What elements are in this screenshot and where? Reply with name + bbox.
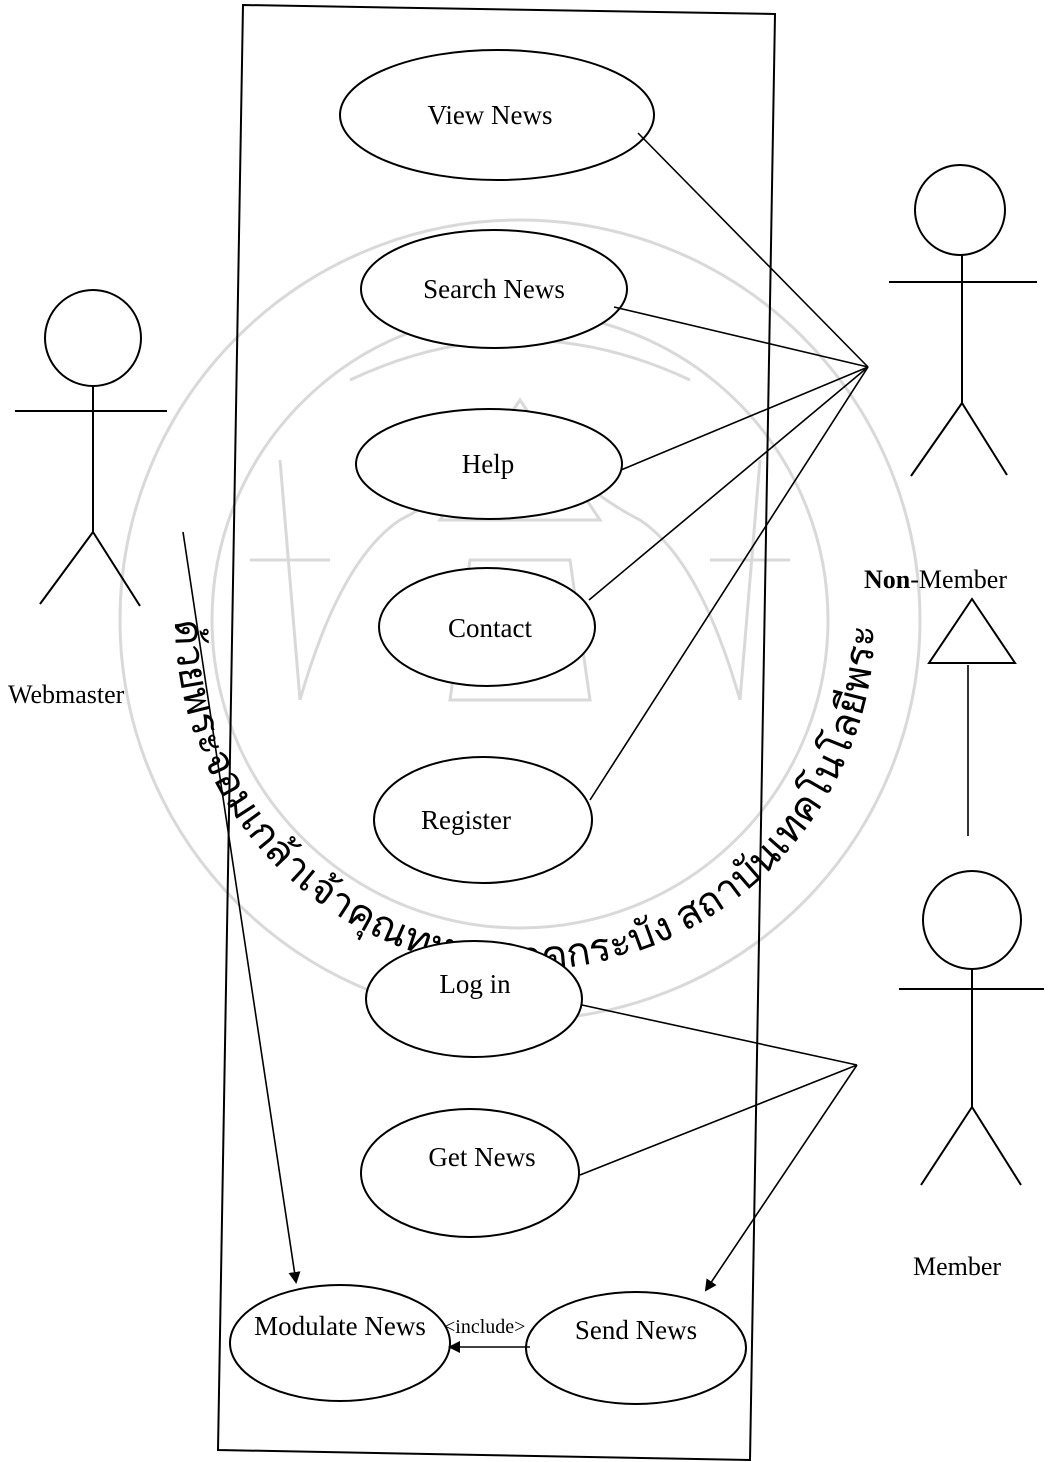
use-case-register	[373, 756, 593, 884]
association-member-send-news	[704, 1064, 858, 1292]
association-non-member-register	[589, 366, 869, 801]
use-case-label-log-in: Log in	[439, 969, 511, 999]
use-case-label-modulate-news: Modulate News	[254, 1311, 426, 1341]
use-case-view-news	[339, 49, 655, 181]
use-case-send-news	[525, 1291, 747, 1405]
actor-label-member: Member	[913, 1252, 1001, 1281]
generalization-arrowhead	[927, 597, 1017, 664]
association-member-log-in	[581, 1004, 858, 1066]
use-case-label-register: Register	[421, 805, 511, 835]
actor-non-member	[889, 164, 1037, 477]
system-boundary	[216, 3, 777, 1462]
association-non-member-help	[620, 366, 869, 471]
use-case-label-help: Help	[462, 449, 514, 479]
actor-label-non-member: Non-Member	[864, 565, 1007, 594]
use-case-get-news	[360, 1108, 580, 1238]
use-case-search-news	[360, 229, 628, 349]
use-case-label-search-news: Search News	[423, 274, 565, 304]
actor-label-webmaster: Webmaster	[8, 680, 125, 709]
use-case-contact	[378, 567, 596, 687]
use-case-help	[355, 408, 623, 520]
use-case-label-send-news: Send News	[575, 1315, 697, 1345]
association-non-member-view-news	[637, 132, 869, 368]
use-case-modulate-news	[229, 1284, 451, 1402]
actor-member	[899, 870, 1044, 1186]
actor-label-non-member-prefix: Non	[864, 565, 911, 594]
association-member-get-news	[579, 1064, 858, 1176]
include-label: <include>	[444, 1316, 525, 1338]
actor-label-non-member-suffix: -Member	[910, 565, 1007, 594]
actor-webmaster	[15, 289, 167, 607]
use-case-label-get-news: Get News	[428, 1142, 535, 1172]
use-case-label-contact: Contact	[448, 613, 532, 643]
association-non-member-contact	[588, 366, 869, 601]
association-webmaster-modulate-news	[182, 531, 301, 1284]
association-non-member-search-news	[613, 306, 869, 368]
use-case-label-view-news: View News	[427, 100, 552, 130]
use-case-log-in	[365, 940, 583, 1058]
